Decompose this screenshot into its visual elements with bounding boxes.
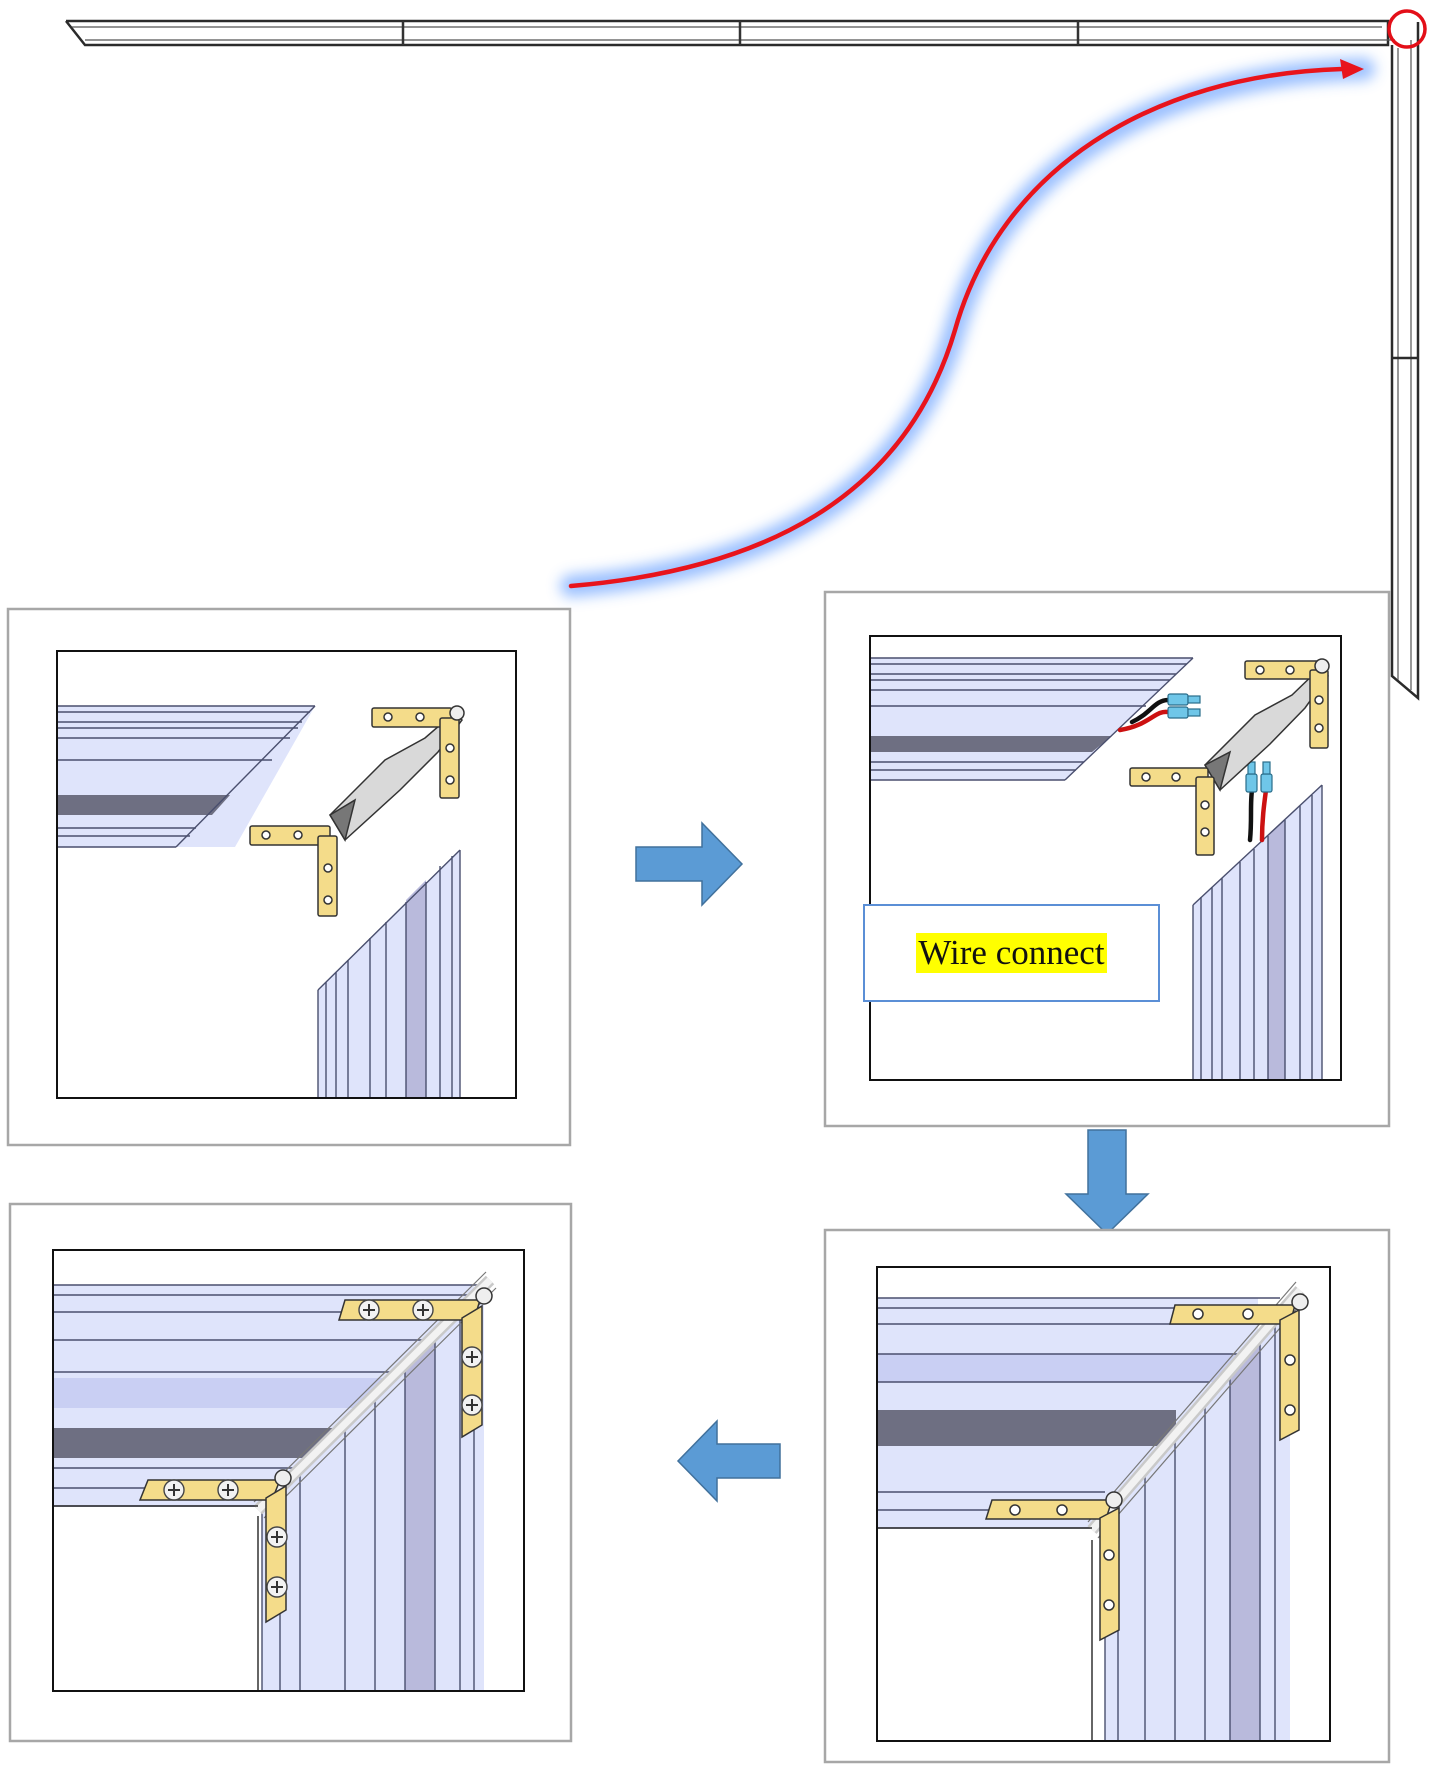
horizontal-profile: [871, 657, 1194, 781]
corner-connector-bracket: [1129, 658, 1330, 856]
inner-frame-edge: [54, 1505, 259, 1690]
step-panel-2: [823, 590, 1391, 1128]
corner-connector-bracket: [249, 705, 465, 917]
wire-harness: [1117, 693, 1273, 843]
step-panel-1: [6, 607, 572, 1147]
vertical-profile: [317, 849, 461, 1097]
horizontal-profile: [58, 705, 316, 848]
phillips-screw-icon: [163, 1299, 483, 1598]
right-arrow-icon: [635, 821, 744, 907]
route-curve: [560, 58, 1375, 597]
vertical-profile: [1192, 784, 1323, 1079]
corner-bracket-set: [984, 1293, 1309, 1642]
callout-label: Wire connect: [916, 932, 1107, 974]
vertical-profile: [261, 1282, 484, 1690]
frame-right-rail: [1390, 22, 1420, 701]
frame-top-rail: [65, 19, 1395, 47]
inner-frame-edge: [878, 1527, 1093, 1740]
step-panel-3: [823, 1228, 1391, 1764]
wire-connect-callout: Wire connect: [863, 904, 1160, 1002]
down-arrow-icon: [1064, 1129, 1150, 1236]
corner-circle-marker: [1387, 9, 1427, 49]
step-panel-4: [8, 1202, 573, 1743]
left-arrow-icon: [676, 1419, 781, 1503]
